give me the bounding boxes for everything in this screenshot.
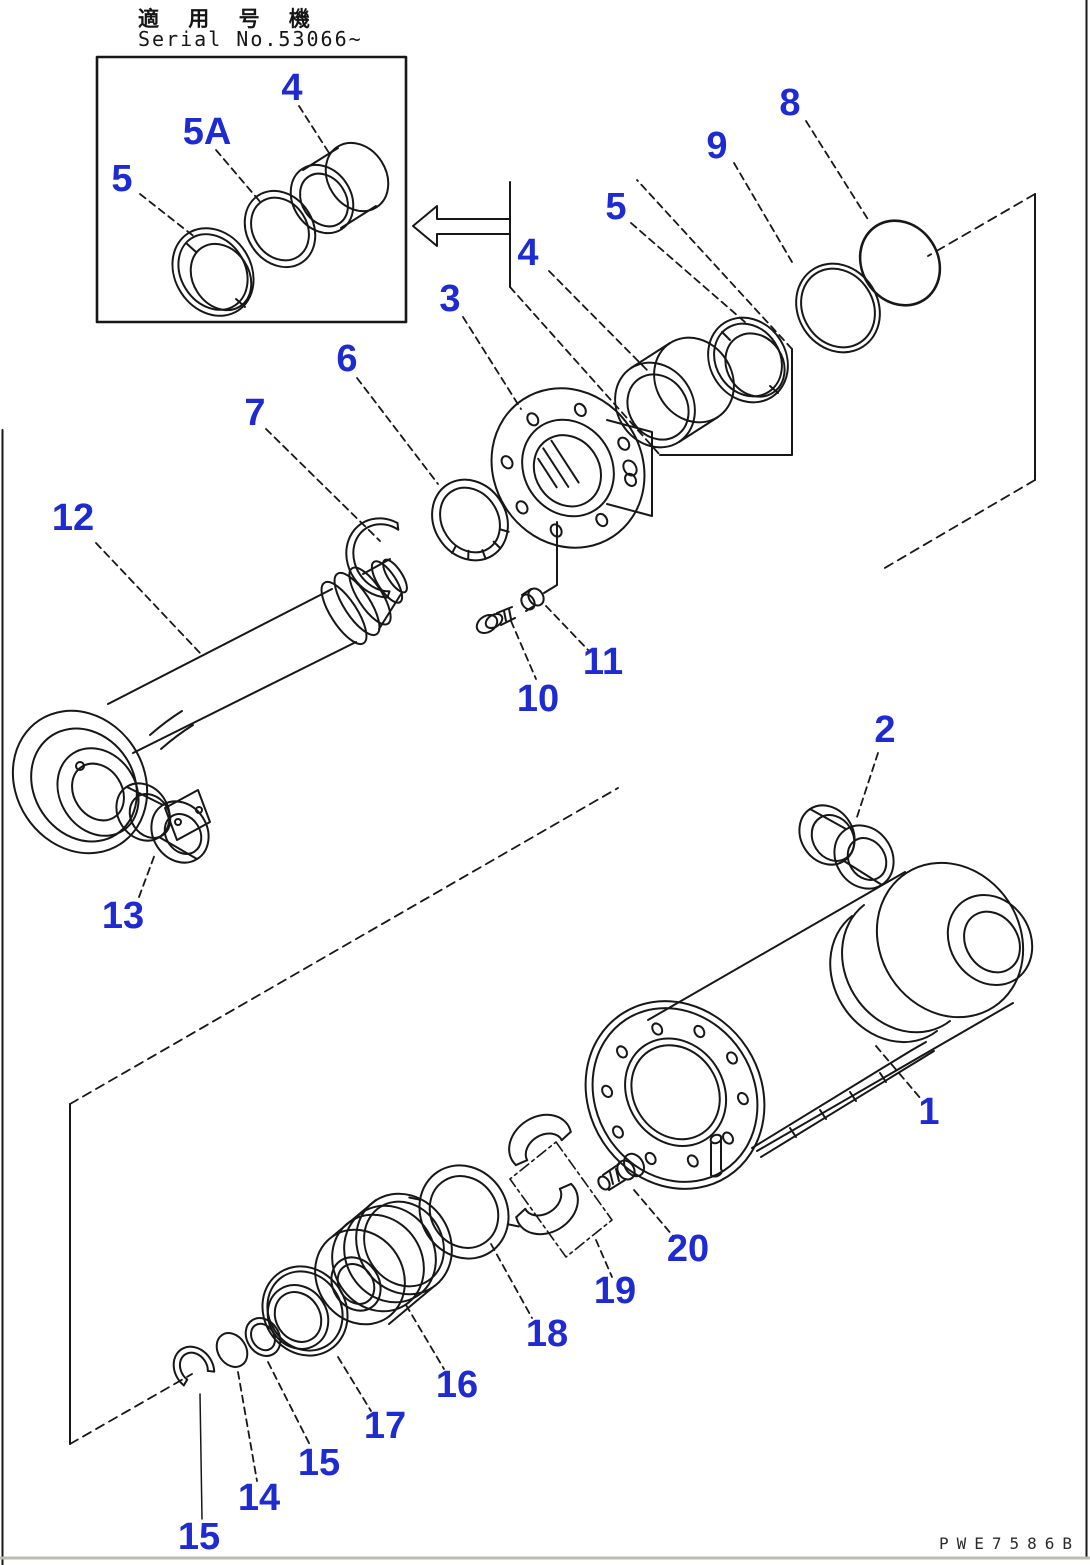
callout-4-main: 4 xyxy=(517,232,539,274)
part-18-wear-ring xyxy=(408,1164,520,1260)
part-15-ring-b xyxy=(244,1317,282,1357)
callout-17: 17 xyxy=(363,1405,407,1447)
applicable-machine-title: 適 用 号 機 xyxy=(138,7,321,31)
part-4-bushing-detail xyxy=(289,141,390,235)
drawing-code: PWE7586B xyxy=(938,1534,1080,1553)
part-1-cylinder-tube xyxy=(584,861,1034,1190)
part-5-seal-ring-main xyxy=(707,316,789,404)
callout-11: 11 xyxy=(582,641,624,683)
panel-outline-upper xyxy=(882,193,1036,570)
callout-15-b: 15 xyxy=(297,1442,341,1484)
part-11-valve xyxy=(520,521,558,612)
part-8-o-ring xyxy=(858,219,942,307)
callout-6: 6 xyxy=(336,338,358,380)
callout-5-main: 5 xyxy=(605,186,627,228)
callout-13: 13 xyxy=(101,895,145,937)
serial-number: Serial No.53066~ xyxy=(138,27,363,51)
detail-box xyxy=(95,55,408,324)
part-16-piston xyxy=(314,1192,453,1326)
callout-1: 1 xyxy=(918,1091,940,1133)
part-9-o-ring xyxy=(795,262,881,354)
callout-5a: 5A xyxy=(182,111,232,153)
part-3-cylinder-head xyxy=(490,387,653,549)
enlargement-region-marker xyxy=(509,179,793,456)
part-10-grease-fitting xyxy=(475,606,516,634)
part-20-bolt xyxy=(597,1152,645,1191)
callout-7: 7 xyxy=(244,392,266,434)
part-6-bushing xyxy=(431,478,510,562)
part-15-ring-a xyxy=(172,1345,216,1387)
callout-2: 2 xyxy=(874,709,896,751)
part-17-piston-seal xyxy=(261,1265,349,1357)
part-19-cushion-ring xyxy=(508,1113,613,1258)
callout-14: 14 xyxy=(237,1477,281,1519)
callout-3: 3 xyxy=(439,278,461,320)
detail-arrow xyxy=(412,205,511,247)
leader-lines xyxy=(95,105,922,1520)
callout-5-detail: 5 xyxy=(111,158,133,200)
callout-4-detail: 4 xyxy=(281,67,303,109)
part-2-bushing xyxy=(798,804,895,890)
callout-8: 8 xyxy=(779,82,801,124)
part-13-bushing xyxy=(115,782,210,864)
callout-12: 12 xyxy=(51,497,95,539)
callout-16: 16 xyxy=(435,1364,479,1406)
part-5a-ring-detail xyxy=(243,189,317,269)
part-7-snap-ring xyxy=(345,517,400,599)
callout-10: 10 xyxy=(516,678,560,720)
callout-19: 19 xyxy=(593,1270,637,1312)
panel-outline-lower xyxy=(69,787,619,1445)
callout-18: 18 xyxy=(525,1313,569,1355)
part-12-piston-rod xyxy=(11,558,408,855)
part-14-o-ring xyxy=(215,1332,249,1368)
callout-9: 9 xyxy=(706,125,728,167)
callout-15-a: 15 xyxy=(177,1516,221,1558)
callout-20: 20 xyxy=(666,1228,710,1270)
part-5-seal-ring-detail xyxy=(171,227,255,317)
